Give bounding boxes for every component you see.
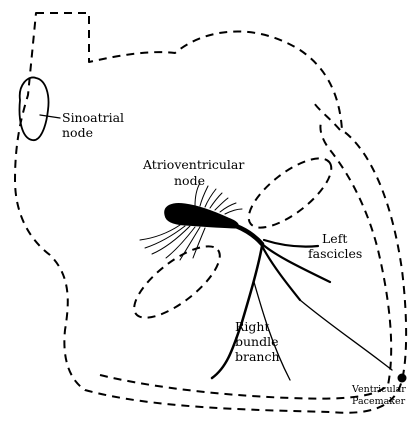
label-right-bundle-line2: bundle — [235, 335, 279, 349]
sinoatrial-pointer — [40, 115, 60, 118]
label-right-bundle-line1: Right — [235, 320, 270, 334]
label-ventricular-pacemaker-line1: Ventricular — [352, 384, 406, 395]
label-ventricular-pacemaker-line2: Pacemaker — [352, 396, 405, 407]
label-av-line1: Atrioventricular — [143, 158, 244, 172]
atrium-inner-outline — [312, 100, 340, 130]
purkinje-fiber — [300, 300, 392, 370]
label-av-line2: node — [174, 174, 205, 188]
bundle-of-his — [236, 226, 262, 244]
label-sinoatrial-line1: Sinoatrial — [62, 111, 124, 125]
label-left-fascicles-line2: fascicles — [308, 247, 362, 261]
ventricular-pacemaker-dot — [398, 374, 407, 383]
label-right-bundle-line3: branch — [235, 350, 280, 364]
label-sinoatrial-line2: node — [62, 126, 93, 140]
upper-valve-oval — [238, 146, 341, 239]
label-left-fascicles-line1: Left — [322, 232, 347, 246]
